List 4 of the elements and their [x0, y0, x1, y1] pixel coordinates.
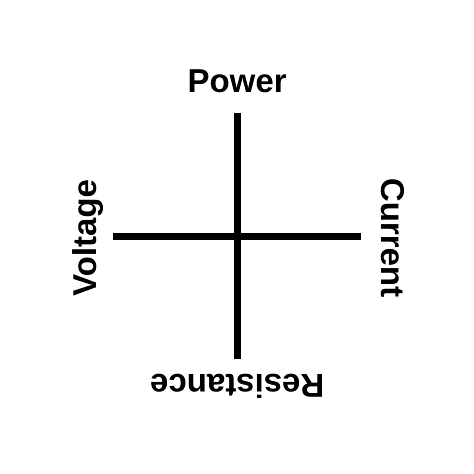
axis-label: Current [376, 177, 409, 297]
axis-label: Voltage [67, 178, 100, 296]
axis-label: Resistance [150, 368, 324, 402]
axis-label: Power [188, 64, 287, 96]
